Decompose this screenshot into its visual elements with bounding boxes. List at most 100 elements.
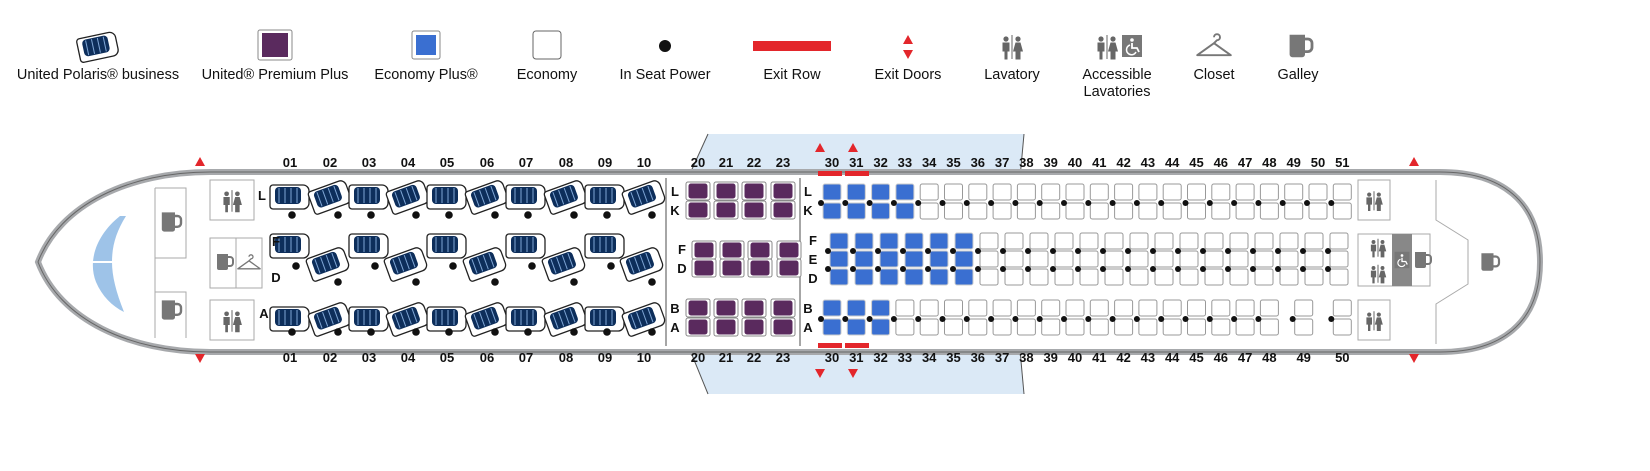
economy-seat — [1054, 268, 1074, 286]
power-dot — [850, 266, 856, 272]
power-dot — [825, 248, 831, 254]
economy-seat — [992, 202, 1012, 220]
economy-seat — [1304, 250, 1324, 268]
economy-seat — [1162, 202, 1182, 220]
economy-seat — [1162, 318, 1182, 336]
polaris-seat — [269, 306, 310, 332]
premium-seat — [688, 202, 708, 218]
economy-seat — [1187, 202, 1206, 220]
economy-plus-seat — [871, 318, 891, 336]
row-number-economy: 43 — [1141, 350, 1155, 365]
polaris-seat — [383, 247, 428, 282]
power-dot — [1025, 266, 1031, 272]
polaris-seat — [426, 184, 467, 210]
power-dot — [524, 211, 532, 219]
premium-icon — [185, 28, 365, 64]
power-dot — [1175, 248, 1181, 254]
premium-seat — [744, 319, 764, 335]
row-number-economy: 48 — [1262, 350, 1276, 365]
power-dot — [1289, 316, 1296, 322]
seat-letter: A — [670, 320, 680, 335]
row-number-polaris: 10 — [637, 155, 651, 170]
power-dot — [939, 316, 946, 322]
polaris-seat — [543, 302, 588, 337]
economy-seat — [1279, 232, 1299, 250]
exit-door-down-icon — [903, 50, 913, 59]
economy-seat — [1259, 183, 1279, 201]
legend-item-economy: Economy — [457, 28, 637, 84]
power-dot — [939, 200, 946, 206]
polaris-seat — [385, 302, 430, 337]
power-dot — [1328, 200, 1335, 206]
power-dot — [975, 266, 981, 272]
row-number-polaris: 05 — [440, 350, 454, 365]
polaris-seat — [505, 184, 546, 210]
lavatory-icon — [1366, 311, 1383, 331]
polaris-seat — [305, 247, 350, 282]
woman-icon — [1374, 312, 1383, 331]
woman-icon — [1378, 240, 1387, 258]
seat-letter: K — [803, 203, 813, 218]
legend-item-eplus: Economy Plus® — [336, 28, 516, 84]
economy-seat — [1079, 232, 1099, 250]
row-number-economy: 37 — [995, 350, 1009, 365]
economy-seat — [1029, 250, 1049, 268]
power-dot — [1050, 266, 1056, 272]
premium-seat — [688, 183, 708, 199]
lav-icon — [922, 28, 1102, 64]
economy-seat — [979, 268, 999, 286]
row-number-polaris: 07 — [519, 350, 533, 365]
economy-seat — [1308, 183, 1328, 201]
woman-icon — [232, 311, 242, 333]
row-number-polaris: 03 — [362, 155, 376, 170]
row-number-premium: 23 — [776, 350, 790, 365]
power-dot — [1158, 200, 1165, 206]
power-dot — [1200, 266, 1206, 272]
power-dot — [288, 328, 296, 336]
power-dot — [1075, 266, 1081, 272]
economy-icon — [457, 28, 637, 64]
economy-seat — [1235, 299, 1255, 317]
legend-label: Accessible Lavatories — [1082, 67, 1152, 100]
row-number-economy: 36 — [971, 155, 985, 170]
premium-seat — [744, 183, 764, 199]
economy-seat — [1279, 250, 1299, 268]
economy-seat — [1104, 232, 1124, 250]
exit-row-bar — [818, 343, 842, 348]
row-number-economy: 34 — [922, 350, 937, 365]
economy-seat — [1054, 232, 1074, 250]
economy-seat — [1041, 318, 1061, 336]
polaris-seat — [348, 306, 389, 332]
economy-seat — [1029, 232, 1049, 250]
wheelchair-icon — [1394, 251, 1410, 269]
seat-letter: B — [803, 301, 812, 316]
row-number-economy: 41 — [1092, 155, 1106, 170]
polaris-seat — [307, 180, 352, 215]
power-dot — [288, 211, 296, 219]
economy-seat — [1089, 183, 1109, 201]
man-icon — [1366, 312, 1372, 331]
row-number-premium: 23 — [776, 155, 790, 170]
row-number-economy: 42 — [1116, 155, 1130, 170]
row-number-economy: 40 — [1068, 350, 1082, 365]
premium-seat — [716, 202, 736, 218]
power-dot — [1109, 316, 1116, 322]
economy-seat — [1332, 183, 1352, 201]
power-dot — [1036, 316, 1043, 322]
man-icon — [223, 191, 230, 213]
economy-seat — [1079, 268, 1099, 286]
exit-door-up-icon — [195, 157, 205, 166]
economy-seat — [919, 299, 939, 317]
woman-icon — [1108, 36, 1118, 60]
exit-door-up-icon — [903, 35, 913, 44]
wing-top — [688, 134, 1024, 178]
closet-icon — [237, 254, 261, 270]
galley-icon — [1208, 28, 1388, 64]
power-dot — [1012, 200, 1019, 206]
economy-seat — [1329, 268, 1349, 286]
premium-seat — [779, 242, 799, 258]
economy-seat — [919, 183, 939, 201]
economy-seat — [1016, 318, 1036, 336]
power-dot — [925, 266, 931, 272]
economy-plus-seat — [904, 250, 924, 268]
